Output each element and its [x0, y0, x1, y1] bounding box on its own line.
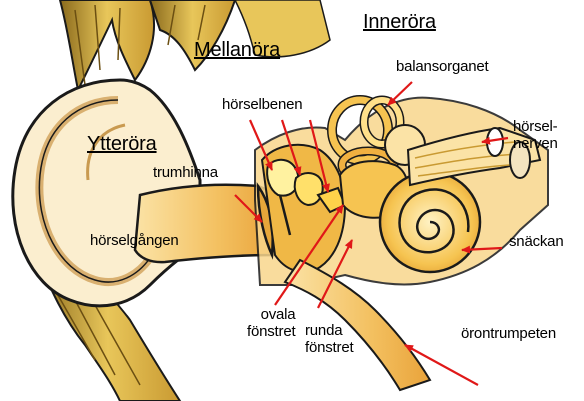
- label-ossicles: hörselbenen: [222, 96, 302, 113]
- label-balance-organ: balansorganet: [396, 58, 488, 75]
- label-nerve: hörsel- nerven: [513, 118, 558, 152]
- label-ear-canal: hörselgången: [90, 232, 179, 249]
- label-eustachian-tube: örontrumpeten: [461, 325, 556, 342]
- label-round-window: runda fönstret: [305, 322, 353, 356]
- label-eardrum: trumhinna: [153, 164, 218, 181]
- heading-middle-ear: Mellanöra: [194, 39, 280, 61]
- label-oval-window: ovala fönstret: [247, 306, 295, 340]
- heading-outer-ear: Ytteröra: [87, 133, 157, 155]
- cochlea: [380, 172, 480, 272]
- heading-inner-ear: Inneröra: [363, 11, 436, 33]
- label-cochlea: snäckan: [509, 233, 563, 250]
